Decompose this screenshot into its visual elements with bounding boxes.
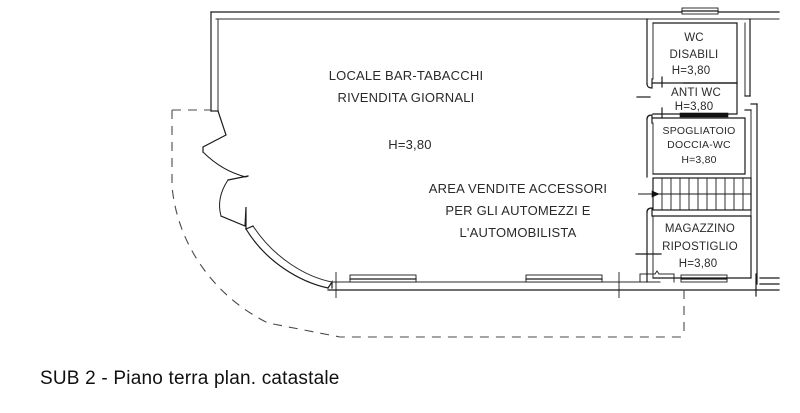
label-spogliatoio-line1: SPOGLIATOIO (663, 125, 736, 137)
label-antiwc-line1: ANTI WC (671, 87, 721, 99)
facade-curve-cap-bottom (327, 280, 333, 289)
facade-curve-cap-top (245, 225, 254, 230)
label-area-line3: L'AUTOMOBILISTA (460, 225, 577, 240)
door-swing-upper-icon (202, 151, 247, 178)
staircase-arrow-icon (651, 190, 660, 198)
label-area-line2: PER GLI AUTOMEZZI E (445, 203, 590, 218)
door-swing-lower-icon (219, 179, 229, 217)
door-threshold-anti-wc (679, 112, 729, 118)
label-antiwc-height: H=3,80 (675, 101, 714, 113)
label-locale-height: H=3,80 (388, 137, 431, 152)
facade-curve-inner (252, 225, 333, 283)
label-locale-line2: RIVENDITA GIORNALI (338, 90, 475, 105)
label-magazzino-height: H=3,80 (679, 258, 718, 270)
label-wc-line2: DISABILI (670, 49, 719, 61)
label-magazzino-line2: RIPOSTIGLIO (662, 241, 738, 253)
property-boundary-curve-dashed (171, 110, 684, 338)
label-locale-line1: LOCALE BAR-TABACCHI (329, 68, 484, 83)
label-spogliatoio-height: H=3,80 (681, 154, 716, 166)
label-magazzino-line1: MAGAZZINO (665, 223, 735, 235)
partition-door-jamb-1 (646, 78, 653, 89)
facade-facet-mid (227, 175, 249, 181)
plan-caption: SUB 2 - Piano terra plan. catastale (40, 368, 340, 389)
room-magazzino-outline (652, 215, 752, 279)
label-spogliatoio-line2: DOCCIA-WC (667, 139, 731, 151)
partition-door-jamb-3 (646, 207, 653, 217)
partition-door-jamb-2 (646, 114, 653, 124)
facade-facet-upper (202, 110, 227, 153)
label-wc-height: H=3,80 (672, 65, 711, 77)
label-wc-line1: WC (684, 32, 704, 44)
label-area-line1: AREA VENDITE ACCESSORI (429, 181, 608, 196)
facade-curve-outer (245, 228, 329, 289)
facade-facet-lower (220, 206, 247, 230)
door-bottom-magazzino (639, 270, 675, 283)
room-spogliatoio-outline (652, 117, 746, 175)
